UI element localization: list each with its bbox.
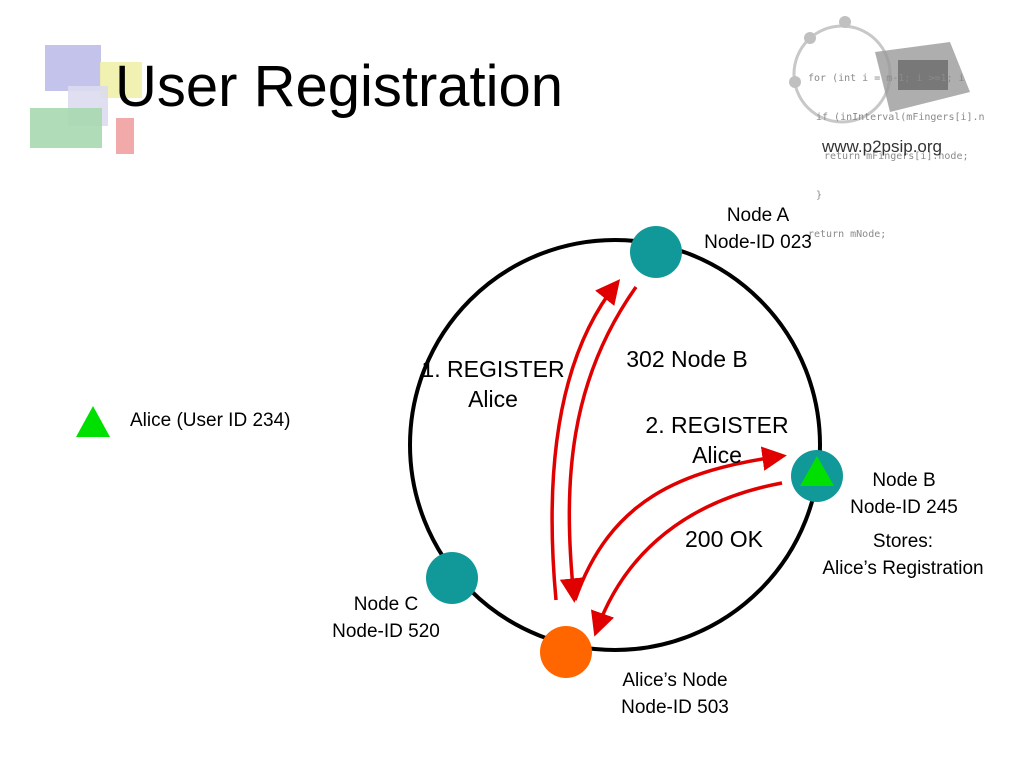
- code-snippet: for (int i = m-1; i >=1; i if (inInterva…: [808, 46, 985, 267]
- alice-triangle-icon: [800, 456, 834, 486]
- arrow-302-reply: [559, 285, 638, 603]
- node-c-label: Node C Node-ID 520: [316, 591, 456, 645]
- node-b-id: Node-ID 245: [850, 497, 958, 518]
- website-link[interactable]: www.p2psip.org: [822, 137, 943, 156]
- node-c[interactable]: [426, 552, 478, 604]
- alice-node-id: Node-ID 503: [621, 697, 729, 718]
- overlay-ring: [408, 238, 822, 652]
- register-2-line2: Alice: [692, 442, 742, 468]
- register-1-line2: Alice: [468, 386, 518, 412]
- node-b-name: Node B: [872, 470, 936, 491]
- message-302-reply: 302 Node B: [626, 346, 748, 372]
- code-phone-logo: for (int i = m-1; i >=1; i if (inInterva…: [780, 12, 1005, 240]
- arrow-register-1: [550, 279, 621, 601]
- message-register-2: 2. REGISTER Alice: [624, 410, 810, 470]
- node-a-name: Node A: [726, 205, 790, 226]
- message-200-ok: 200 OK: [685, 526, 763, 552]
- code-line: return mFingers[i].node;: [824, 151, 969, 162]
- alice-node-name: Alice’s Node: [622, 670, 728, 691]
- arrow-register-2: [573, 446, 787, 601]
- node-b-stores-label: Stores:: [872, 531, 934, 552]
- page-title: User Registration: [115, 54, 564, 119]
- code-line: return mNode;: [808, 229, 887, 240]
- node-b-label: Node B Node-ID 245: [834, 467, 974, 521]
- node-a-label: Node A Node-ID 023: [688, 202, 828, 256]
- register-2-line1: 2. REGISTER: [645, 412, 789, 438]
- register-1-line1: 1. REGISTER: [421, 356, 565, 382]
- node-c-id: Node-ID 520: [332, 621, 440, 642]
- message-register-1: 1. REGISTER Alice: [398, 354, 588, 414]
- decorative-squares-logo: [30, 40, 160, 160]
- node-c-name: Node C: [353, 594, 419, 615]
- node-a[interactable]: [630, 226, 682, 278]
- code-line: for (int i = m-1; i >=1; i: [808, 73, 965, 84]
- alice-node-label: Alice’s Node Node-ID 503: [605, 667, 745, 721]
- code-line: }: [816, 190, 823, 201]
- legend-label: Alice (User ID 234): [130, 410, 291, 431]
- arrow-200-ok: [590, 481, 783, 637]
- code-line: if (inInterval(mFingers[i].n: [816, 112, 985, 123]
- node-b-stores: Stores: Alice’s Registration: [798, 528, 1008, 582]
- node-a-id: Node-ID 023: [704, 232, 812, 253]
- alice-node[interactable]: [540, 626, 592, 678]
- node-b-stores-value: Alice’s Registration: [822, 558, 984, 579]
- legend-triangle-icon: [76, 406, 110, 437]
